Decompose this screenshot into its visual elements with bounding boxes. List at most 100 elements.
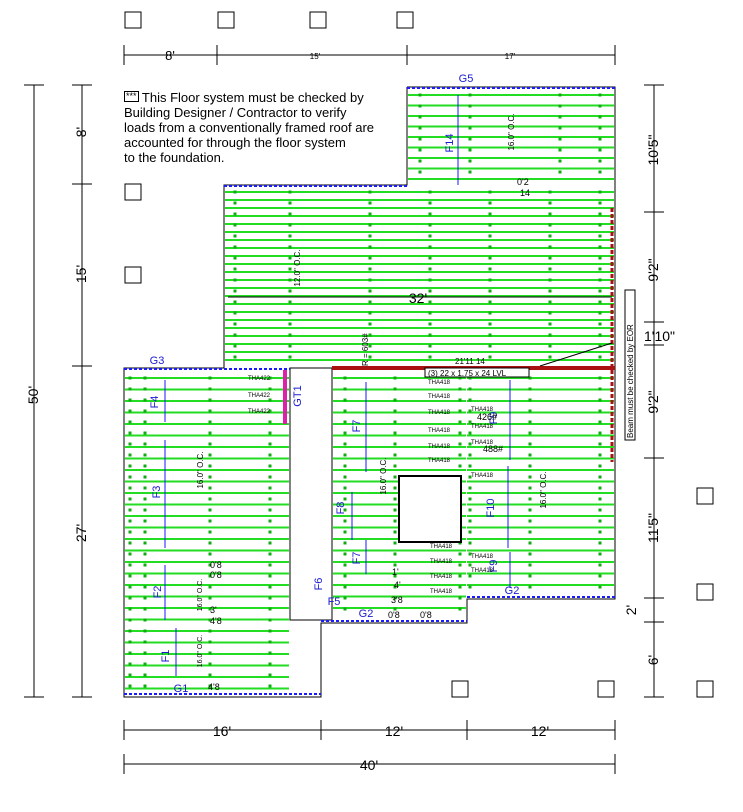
hanger-tha418-11: THA418 [430,544,453,550]
girder-g5: G5 [459,73,474,85]
bridging-mark [143,486,147,490]
bridging-mark [268,574,272,578]
bridging-mark [528,420,532,424]
hanger-tha418-6: THA418 [428,458,451,464]
bridging-mark [598,552,602,556]
bridging-mark [458,442,462,446]
hanger-tha418-7: THA418 [471,407,494,413]
bridging-mark [143,662,147,666]
bridging-mark [558,115,562,119]
bridging-mark [468,387,472,391]
bridging-mark [208,431,212,435]
bridging-mark [468,398,472,402]
bridging-mark [143,387,147,391]
spacing-16oc-f2: 16.0" O.C. [197,579,204,611]
bridging-mark [143,673,147,677]
bridging-mark [458,464,462,468]
floor-f4: F4 [149,396,161,409]
bridging-mark [488,234,492,238]
bridging-mark [393,519,397,523]
bridging-mark [143,453,147,457]
bridging-mark [598,300,602,304]
bridging-mark [558,104,562,108]
small-dim-2: 14 [520,188,530,198]
bridging-mark [143,563,147,567]
bridging-mark [208,508,212,512]
bridging-mark [488,245,492,249]
bridging-mark [598,223,602,227]
bridging-mark [143,398,147,402]
bridging-mark [233,256,237,260]
bridging-mark [208,618,212,622]
bridging-mark [458,607,462,611]
hanger-tha422-1: THA422 [248,376,271,382]
bridging-mark [233,267,237,271]
bridging-mark [128,486,132,490]
bridging-mark [268,453,272,457]
floor-f7-lower: F7 [351,552,363,565]
bridging-mark [268,464,272,468]
bridging-mark [458,552,462,556]
girder-gt1: GT1 [292,385,304,406]
bridging-mark [208,651,212,655]
span-label: 32' [409,290,427,306]
bridging-mark [128,420,132,424]
bridging-mark [233,234,237,238]
bridging-mark [268,497,272,501]
bridging-mark [128,684,132,688]
right-dim-5: 11'5" [645,513,661,543]
bridging-mark [233,355,237,359]
beam-warning: Beam must be checked by EOR [626,324,635,438]
bridging-mark [468,420,472,424]
note-line-2: Building Designer / Contractor to verify [124,105,347,120]
bridging-mark [368,267,372,271]
hanger-tha418-15: THA418 [471,554,494,560]
bridging-mark [208,420,212,424]
bridging-mark [468,115,472,119]
bridging-mark [268,651,272,655]
bridging-mark [143,585,147,589]
hanger-tha418-3: THA418 [428,410,451,416]
left-dim-1: 8' [73,127,89,137]
bridging-mark [468,552,472,556]
bridging-mark [598,104,602,108]
hanger-tha422-2: THA422 [248,393,271,399]
bridging-mark [343,453,347,457]
bridging-mark [233,278,237,282]
hanger-tha418-10: THA418 [471,473,494,479]
bridging-mark [468,93,472,97]
bridging-mark [343,508,347,512]
bridging-mark [598,115,602,119]
bridging-mark [468,541,472,545]
bridging-mark [528,574,532,578]
bridging-mark [128,563,132,567]
bridging-mark [488,256,492,260]
bridging-mark [558,93,562,97]
spacing-16oc-right: 16.0" O.C. [539,471,548,508]
bridging-mark [233,190,237,194]
bridging-mark [268,585,272,589]
bridging-mark [428,190,432,194]
bridging-mark [458,409,462,413]
small-dim-8: 0'8 [388,610,400,620]
bridging-mark [128,596,132,600]
bridging-mark [143,607,147,611]
bridging-mark [488,300,492,304]
bridging-mark [343,552,347,556]
bridging-mark [548,267,552,271]
bridging-mark [343,464,347,468]
spacing-16oc-left: 16.0" O.C. [196,451,205,488]
bridging-mark [393,585,397,589]
bridging-mark [393,409,397,413]
bridging-mark [128,530,132,534]
bridging-mark [458,376,462,380]
bridging-mark [368,278,372,282]
bridging-mark [268,563,272,567]
bridging-mark [268,398,272,402]
floor-f9-lower: F9 [488,560,500,573]
bridging-mark [393,607,397,611]
bridging-mark [418,159,422,163]
bridging-mark [548,333,552,337]
bridging-mark [598,464,602,468]
bridging-mark [208,563,212,567]
